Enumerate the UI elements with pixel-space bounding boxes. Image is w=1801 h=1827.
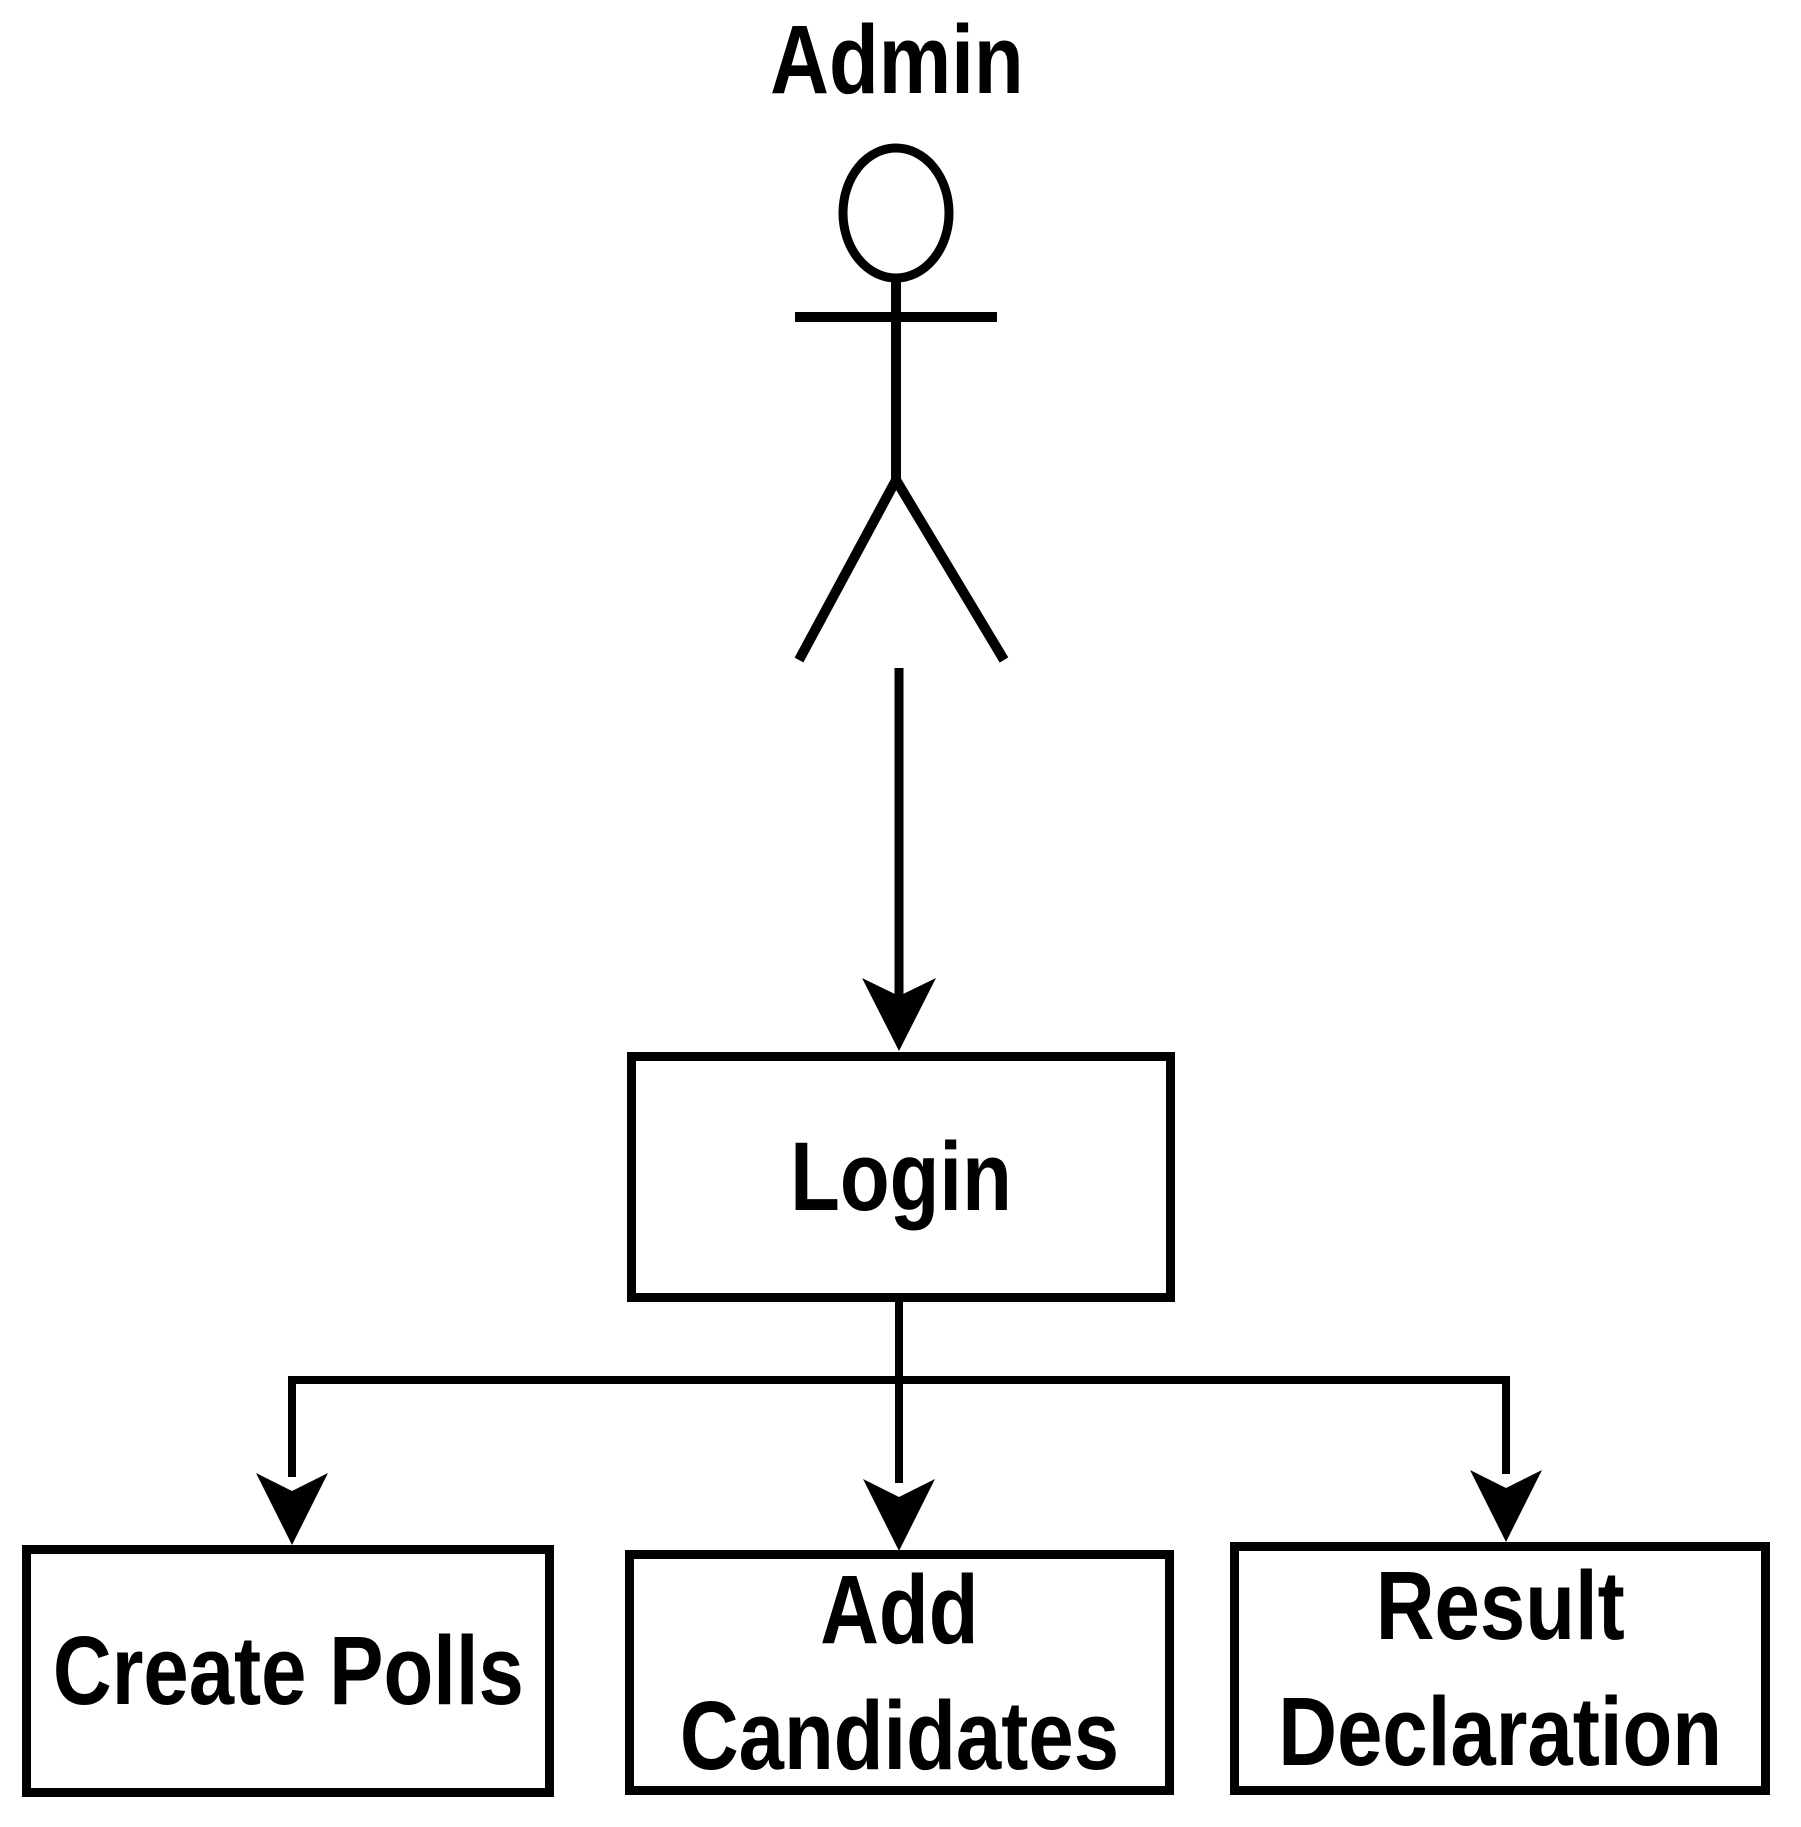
usecase-label-result-declaration-line1: Result [1375,1551,1625,1661]
branch-connector [256,1376,1542,1545]
usecase-box-result-declaration: Result Declaration [1230,1542,1770,1795]
actor-figure-icon [794,143,1009,663]
arrow-branch-to-result-declaration-head [1470,1470,1542,1542]
usecase-label-add-candidates-line2: Candidates [679,1680,1120,1790]
arrow-admin-to-login-head [862,978,936,1051]
usecase-box-create-polls: Create Polls [22,1545,554,1797]
branch-rail [288,1376,1510,1477]
arrow-login-to-add-candidates [863,1301,935,1551]
usecase-label-result-declaration-line2: Declaration [1278,1676,1722,1786]
usecase-label-add-candidates-line1: Add [820,1555,979,1665]
actor-legs [794,477,1009,663]
actor-head [838,143,954,283]
arrow-login-to-add-candidates-head [863,1479,935,1551]
usecase-label-create-polls: Create Polls [52,1616,524,1726]
arrow-admin-to-login [862,668,936,1051]
usecase-box-login: Login [627,1052,1175,1302]
actor-label-text: Admin [770,5,1024,114]
actor-label: Admin [597,11,1197,108]
usecase-box-add-candidates: Add Candidates [625,1550,1174,1795]
arrow-branch-to-create-polls-head [256,1473,328,1545]
usecase-label-login: Login [790,1122,1012,1232]
